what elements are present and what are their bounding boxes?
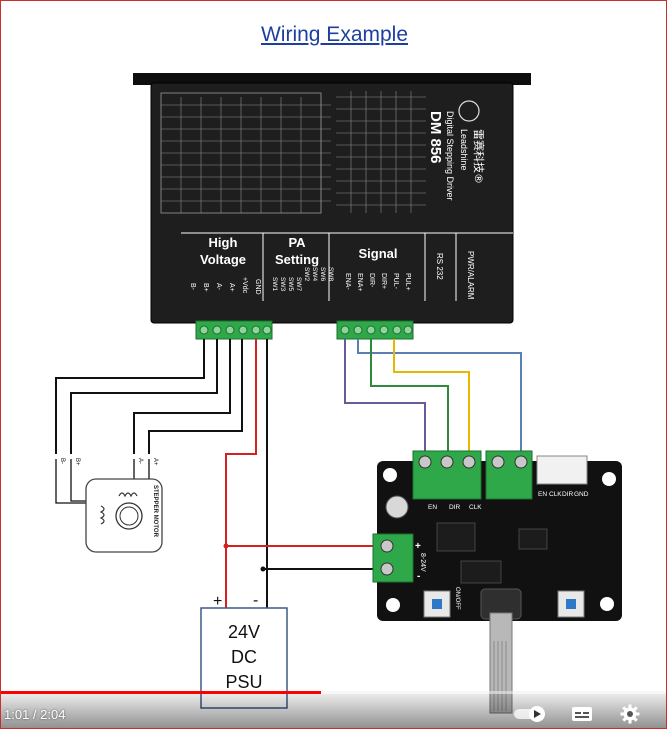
ctrl-onoff-label: ON/OFF [454,587,460,610]
ctrl-label-clk: CLK [469,504,482,511]
svg-text:ENA-: ENA- [344,273,351,290]
motor-coil-b-icon [99,505,105,525]
motor-coil-a-icon [118,492,138,498]
progress-bar[interactable] [1,691,666,694]
brand-cn: 雷赛科技® [472,129,486,184]
ctrl-label-gnd: GND [574,491,589,498]
ctrl-power-label: 8-24V [419,553,426,572]
switch-labels: SW1 SW3 SW5 SW7 SW2 SW4 SW6 SW8 [271,267,334,291]
label-voltage: Voltage [200,252,246,267]
svg-text:SW5: SW5 [287,277,294,291]
label-rs232: RS 232 [435,253,444,280]
ctrl-label-dir: DIR [449,504,461,511]
signal-wires [344,339,522,456]
label-high: High [209,235,238,250]
ctrl-power-minus: - [417,571,420,582]
motor-pin-b-plus: B+ [74,458,80,466]
label-pwr-alarm: PWR/ALARM [466,251,475,300]
progress-fill [1,691,322,694]
gear-icon[interactable] [617,703,643,725]
stepper-driver: 雷赛科技® Leadshine Digital Stepping Driver … [133,73,531,324]
svg-text:A+: A+ [228,283,235,292]
svg-text:+Vdc: +Vdc [241,277,248,294]
svg-text:SW3: SW3 [279,277,286,291]
svg-text:SW2: SW2 [303,267,310,281]
video-controls: 1:01 / 2:04 [1,691,666,728]
ctrl-label-en: EN [428,504,437,511]
time-display: 1:01 / 2:04 [4,707,66,722]
driver-power-terminal-block [195,320,273,340]
ctrl-label-clk2: CLK [549,491,562,498]
motor-wires [55,339,243,454]
svg-text:PUL+: PUL+ [404,273,411,291]
autoplay-toggle-icon[interactable] [513,703,549,725]
ctrl-power-plus: + [415,541,421,552]
svg-text:B-: B- [189,283,196,291]
motor-pin-b-minus: B- [59,458,65,464]
motor-pin-a-minus: A- [137,458,143,464]
svg-text:A-: A- [215,283,222,291]
controller-board: EN DIR CLK EN CLK DIR GND + - 8-24V [372,450,622,714]
svg-text:SW4: SW4 [311,267,318,281]
ctrl-label-dir2: DIR [562,491,574,498]
svg-text:GND: GND [254,279,261,295]
svg-text:DIR-: DIR- [368,273,375,288]
svg-text:SW6: SW6 [319,267,326,281]
label-setting: Setting [275,252,319,267]
ctrl-label-en2: EN [538,491,547,498]
subtitles-icon[interactable] [569,703,595,725]
svg-text:DIR+: DIR+ [380,273,387,289]
driver-product: Digital Stepping Driver [445,111,455,201]
label-pa: PA [288,235,306,250]
svg-text:SW7: SW7 [295,277,302,291]
signal-terminal-labels: ENA- ENA+ DIR- DIR+ PUL- PUL+ [344,273,411,291]
motor-label: STEPPER MOTOR [152,485,158,538]
power-terminal-labels: B- B+ A- A+ +Vdc GND [189,277,261,295]
svg-text:SW8: SW8 [327,267,334,281]
label-signal: Signal [358,246,397,261]
driver-model: DM 856 [427,111,444,164]
page-title: Wiring Example [260,23,409,46]
power-wires [225,339,381,608]
svg-text:PUL-: PUL- [392,273,399,290]
driver-table-grid [161,91,426,213]
psu-plus: + [213,593,222,610]
driver-signal-terminal-block [336,320,414,340]
psu-minus: - [253,592,258,609]
svg-text:ENA+: ENA+ [356,273,363,291]
svg-text:B+: B+ [202,283,209,292]
leadshine-logo-icon [458,100,480,122]
svg-text:SW1: SW1 [271,277,278,291]
stepper-motor: STEPPER MOTOR [85,478,163,553]
brand-en: Leadshine [459,129,469,171]
motor-pin-a-plus: A+ [152,458,158,466]
psu-line3: PSU [225,672,262,692]
psu-line2: DC [231,647,257,667]
psu-line1: 24V [228,622,260,642]
